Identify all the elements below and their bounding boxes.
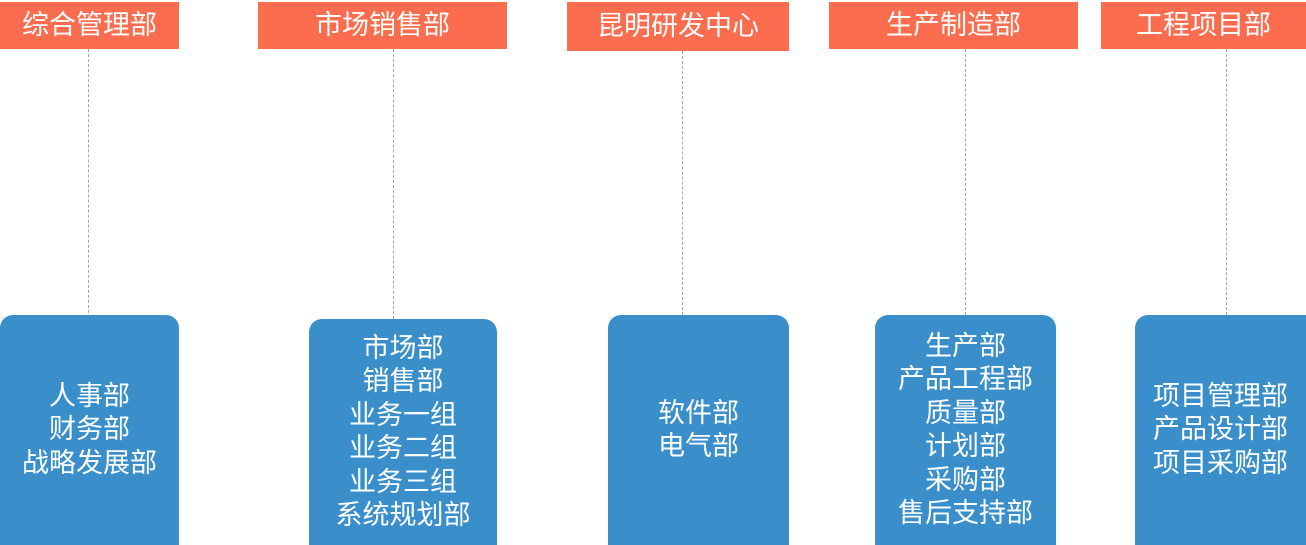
sub-unit-label: 产品工程部	[898, 364, 1033, 395]
connector-line	[393, 49, 394, 319]
sub-units-box-marketing-sales: 市场部 销售部 业务一组 业务二组 业务三组 系统规划部	[309, 319, 497, 545]
sub-unit-label: 软件部	[658, 397, 739, 429]
dept-header-marketing-sales: 市场销售部	[258, 2, 507, 49]
sub-unit-label: 业务三组	[349, 466, 457, 498]
sub-unit-label: 计划部	[925, 431, 1006, 462]
sub-units-box-general-management: 人事部 财务部 战略发展部	[0, 315, 179, 545]
sub-unit-label: 战略发展部	[22, 447, 157, 479]
dept-header-kunming-rd-center: 昆明研发中心	[567, 2, 789, 51]
sub-unit-label: 销售部	[362, 366, 444, 397]
sub-unit-label: 生产部	[925, 330, 1006, 362]
sub-unit-label: 人事部	[49, 380, 130, 412]
sub-unit-label: 采购部	[925, 464, 1006, 496]
dept-header-manufacturing: 生产制造部	[829, 2, 1078, 49]
sub-unit-label: 电气部	[658, 431, 739, 462]
sub-unit-label: 市场部	[362, 332, 444, 364]
sub-unit-label: 产品设计部	[1153, 414, 1288, 446]
sub-units-box-manufacturing: 生产部 产品工程部 质量部 计划部 采购部 售后支持部	[875, 315, 1056, 545]
dept-header-engineering-projects: 工程项目部	[1101, 2, 1306, 49]
sub-unit-label: 项目采购部	[1153, 447, 1288, 479]
sub-unit-label: 系统规划部	[335, 500, 471, 531]
sub-units-box-engineering-projects: 项目管理部 产品设计部 项目采购部	[1135, 315, 1306, 545]
dept-header-general-management: 综合管理部	[0, 2, 179, 49]
sub-unit-label: 业务二组	[349, 433, 457, 464]
sub-unit-label: 财务部	[49, 414, 130, 446]
sub-unit-label: 项目管理部	[1153, 380, 1288, 412]
sub-unit-label: 业务一组	[349, 399, 457, 431]
sub-unit-label: 质量部	[925, 397, 1006, 429]
connector-line	[682, 51, 683, 315]
connector-line	[1226, 49, 1227, 315]
sub-unit-label: 售后支持部	[898, 498, 1033, 529]
connector-line	[965, 49, 966, 315]
connector-line	[88, 49, 89, 323]
sub-units-box-kunming-rd-center: 软件部 电气部	[608, 315, 789, 545]
